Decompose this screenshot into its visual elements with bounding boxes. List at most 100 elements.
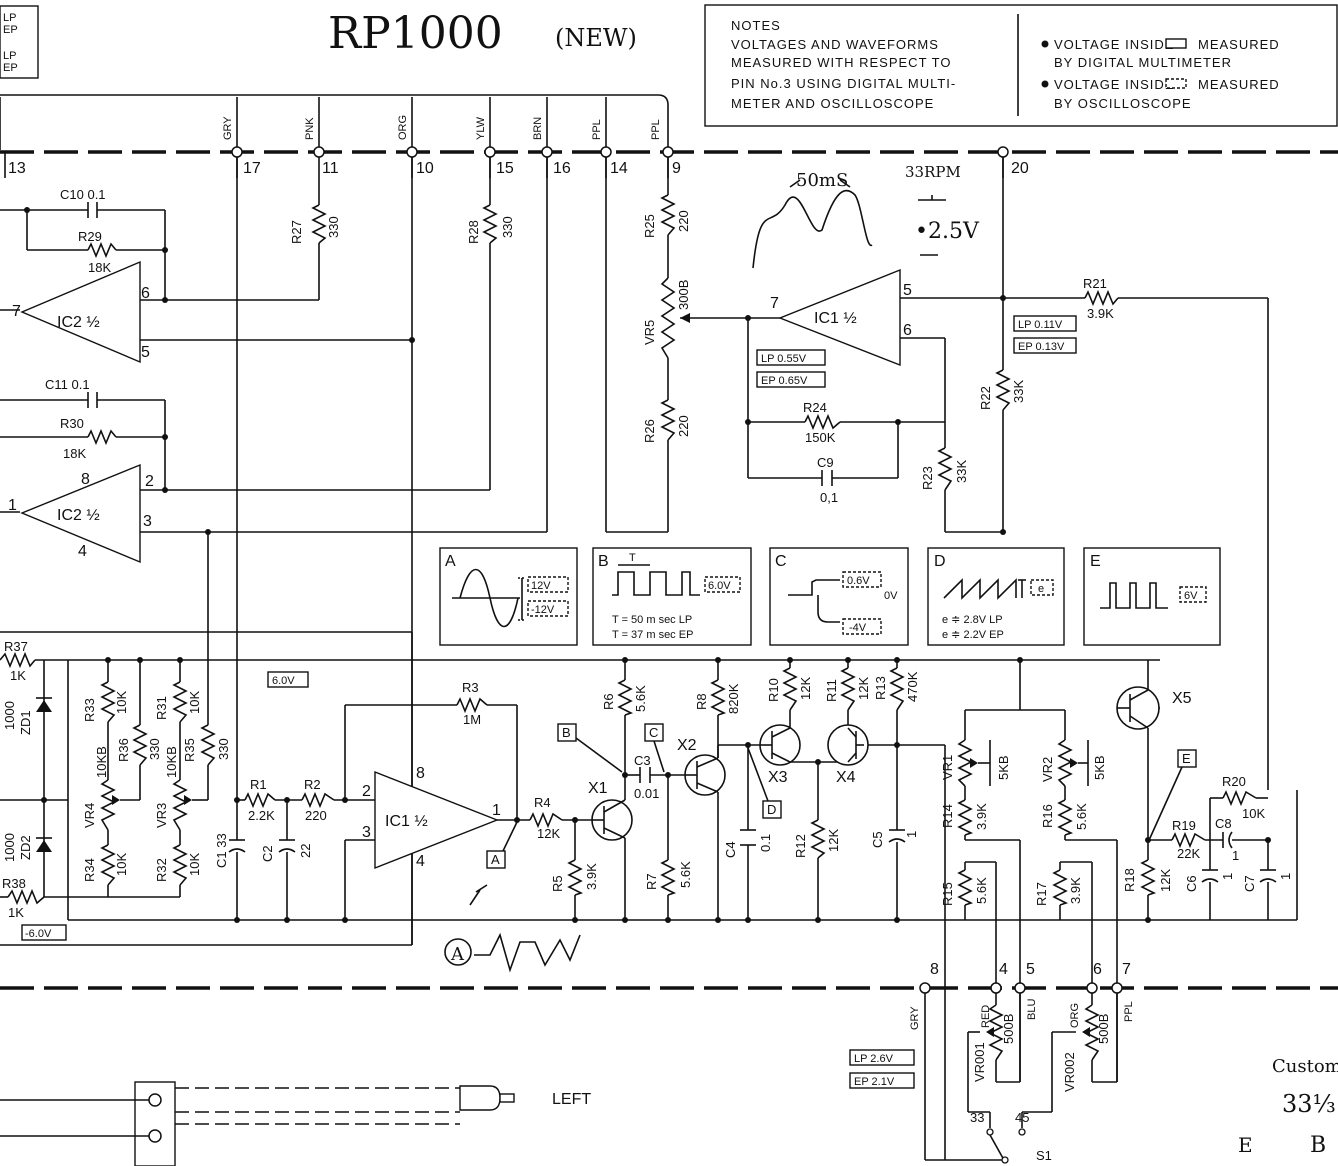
waveform-d: D e e ≑ 2.8V LP e ≑ 2.2V EP: [927, 547, 1065, 646]
label-r25-value: 220: [676, 210, 691, 232]
pin-5: 5: [1026, 961, 1035, 978]
label-r11: R11: [824, 679, 839, 702]
label-r13-value: 470K: [905, 671, 920, 702]
potentiometer-vr001: [988, 1004, 1004, 1061]
transistor-x4: [827, 724, 869, 766]
label-r2: R2: [304, 777, 321, 792]
wire-org-bottom: ORG: [1069, 1003, 1081, 1028]
label-r3-value: 1M: [463, 712, 481, 727]
resistor-r24: [804, 413, 841, 431]
resistor-r34: [100, 844, 116, 886]
label-r1: R1: [250, 777, 267, 792]
notes-line-3: PIN No.3 USING DIGITAL MULTI-: [731, 76, 956, 91]
voltage-box-lp26: [849, 1049, 915, 1066]
label-r30-value: 18K: [63, 446, 86, 461]
wiper-arrow-icon: [184, 795, 192, 805]
label-x4: X4: [836, 769, 856, 786]
label-ic2-upper: IC2 ½: [57, 314, 100, 331]
capacitor-c3: [639, 767, 651, 783]
svg-text:6: 6: [141, 285, 150, 302]
resistor-r30: [87, 428, 117, 446]
label-r4-value: 12K: [537, 826, 560, 841]
resistor-r15: [957, 869, 974, 906]
resistor-r35: [200, 724, 216, 766]
resistor-r1: [244, 791, 276, 809]
handwritten-custom: Custom: [1272, 1056, 1338, 1077]
handwritten-50ms: 50mS: [796, 170, 848, 191]
waveform-e: E 6V: [1083, 547, 1221, 646]
label-c3: C3: [634, 753, 651, 768]
resistor-r38: [7, 888, 45, 906]
switch-contact-icon: [1018, 1128, 1026, 1136]
label-c2-value: 22: [298, 844, 313, 858]
label-r19: R19: [1172, 818, 1196, 833]
label-vr002: VR002: [1062, 1052, 1077, 1092]
resistor-r4: [529, 811, 563, 829]
resistor-r14: [957, 799, 974, 836]
label-r2-value: 220: [305, 808, 327, 823]
svg-text:-12V: -12V: [531, 604, 555, 616]
label-r21: R21: [1083, 276, 1107, 291]
handwritten-b: B: [1310, 1133, 1326, 1158]
svg-text:B: B: [562, 725, 571, 740]
label-r11-value: 12K: [856, 677, 871, 700]
label-vr4-value: 10KB: [94, 746, 109, 778]
switch-s1-pos-45: 45: [1015, 1110, 1029, 1125]
wire-ppl-2: PPL: [650, 119, 662, 140]
label-r16: R16: [1040, 804, 1055, 828]
label-r27: R27: [289, 220, 304, 244]
waveform-b: B T 6.0V T = 50 m sec LP T = 37 m sec EP: [592, 547, 752, 646]
wire-ppl-bottom: PPL: [1123, 1001, 1135, 1022]
label-r6-value: 5.6K: [633, 685, 648, 712]
capacitor-c8: [1222, 831, 1233, 849]
label-x2: X2: [677, 737, 697, 754]
label-c8: C8: [1215, 816, 1232, 831]
side-number-1: 1000: [2, 701, 17, 730]
label-r7-value: 5.6K: [678, 861, 693, 888]
label-r24-value: 150K: [805, 430, 836, 445]
notes-heading: NOTES: [731, 18, 781, 33]
wire-blu: BLU: [1026, 999, 1038, 1020]
svg-text:A: A: [445, 553, 456, 570]
label-r10: R10: [766, 678, 781, 702]
label-r34: R34: [82, 858, 97, 882]
label-r1-value: 2.2K: [248, 808, 275, 823]
label-r33-value: 10K: [114, 691, 129, 714]
label-r32-value: 10K: [187, 853, 202, 876]
label-r35-value: 330: [216, 738, 231, 760]
switch-s1-pos-33: 33: [970, 1110, 984, 1125]
svg-text:EP 0.13V: EP 0.13V: [1018, 341, 1065, 353]
svg-text:e ≑ 2.2V EP: e ≑ 2.2V EP: [942, 629, 1004, 641]
notes-bullet1-c: BY DIGITAL MULTIMETER: [1054, 55, 1232, 70]
capacitor-c1: [228, 839, 246, 860]
svg-text:T = 37 m sec EP: T = 37 m sec EP: [612, 629, 693, 641]
label-r14-value: 3.9K: [974, 803, 989, 830]
svg-text:A: A: [450, 944, 465, 965]
label-c3-value: 0.01: [634, 786, 659, 801]
potentiometer-vr2: [1057, 739, 1073, 787]
transistor-x1: [591, 799, 633, 841]
label-c1: C1 33: [214, 833, 229, 868]
label-r34-value: 10K: [114, 853, 129, 876]
handwritten-33rpm: 33RPM: [905, 163, 961, 181]
svg-text:5: 5: [141, 344, 150, 361]
label-r23-value: 33K: [954, 460, 969, 483]
transistor-x2: [684, 754, 726, 796]
ic1-op-amp-lower: [374, 770, 499, 870]
label-c7-value: 1: [1278, 873, 1293, 880]
label-r5: R5: [550, 875, 565, 892]
pin-11: 11: [322, 160, 339, 177]
svg-text:C: C: [775, 553, 787, 570]
label-r38: R38: [2, 876, 26, 891]
wire-red: RED: [980, 1005, 992, 1028]
label-c10: C10 0.1: [60, 187, 106, 202]
notes-bullet2-b: MEASURED: [1198, 77, 1280, 92]
resistor-r13: [889, 667, 905, 711]
svg-text:3: 3: [143, 513, 152, 530]
label-vr1-value: 5KB: [996, 755, 1011, 780]
label-c11: C11 0.1: [45, 377, 90, 392]
zener-zd2-icon: [36, 840, 52, 852]
svg-text:7: 7: [770, 295, 779, 312]
bullet-icon: [1041, 40, 1049, 48]
